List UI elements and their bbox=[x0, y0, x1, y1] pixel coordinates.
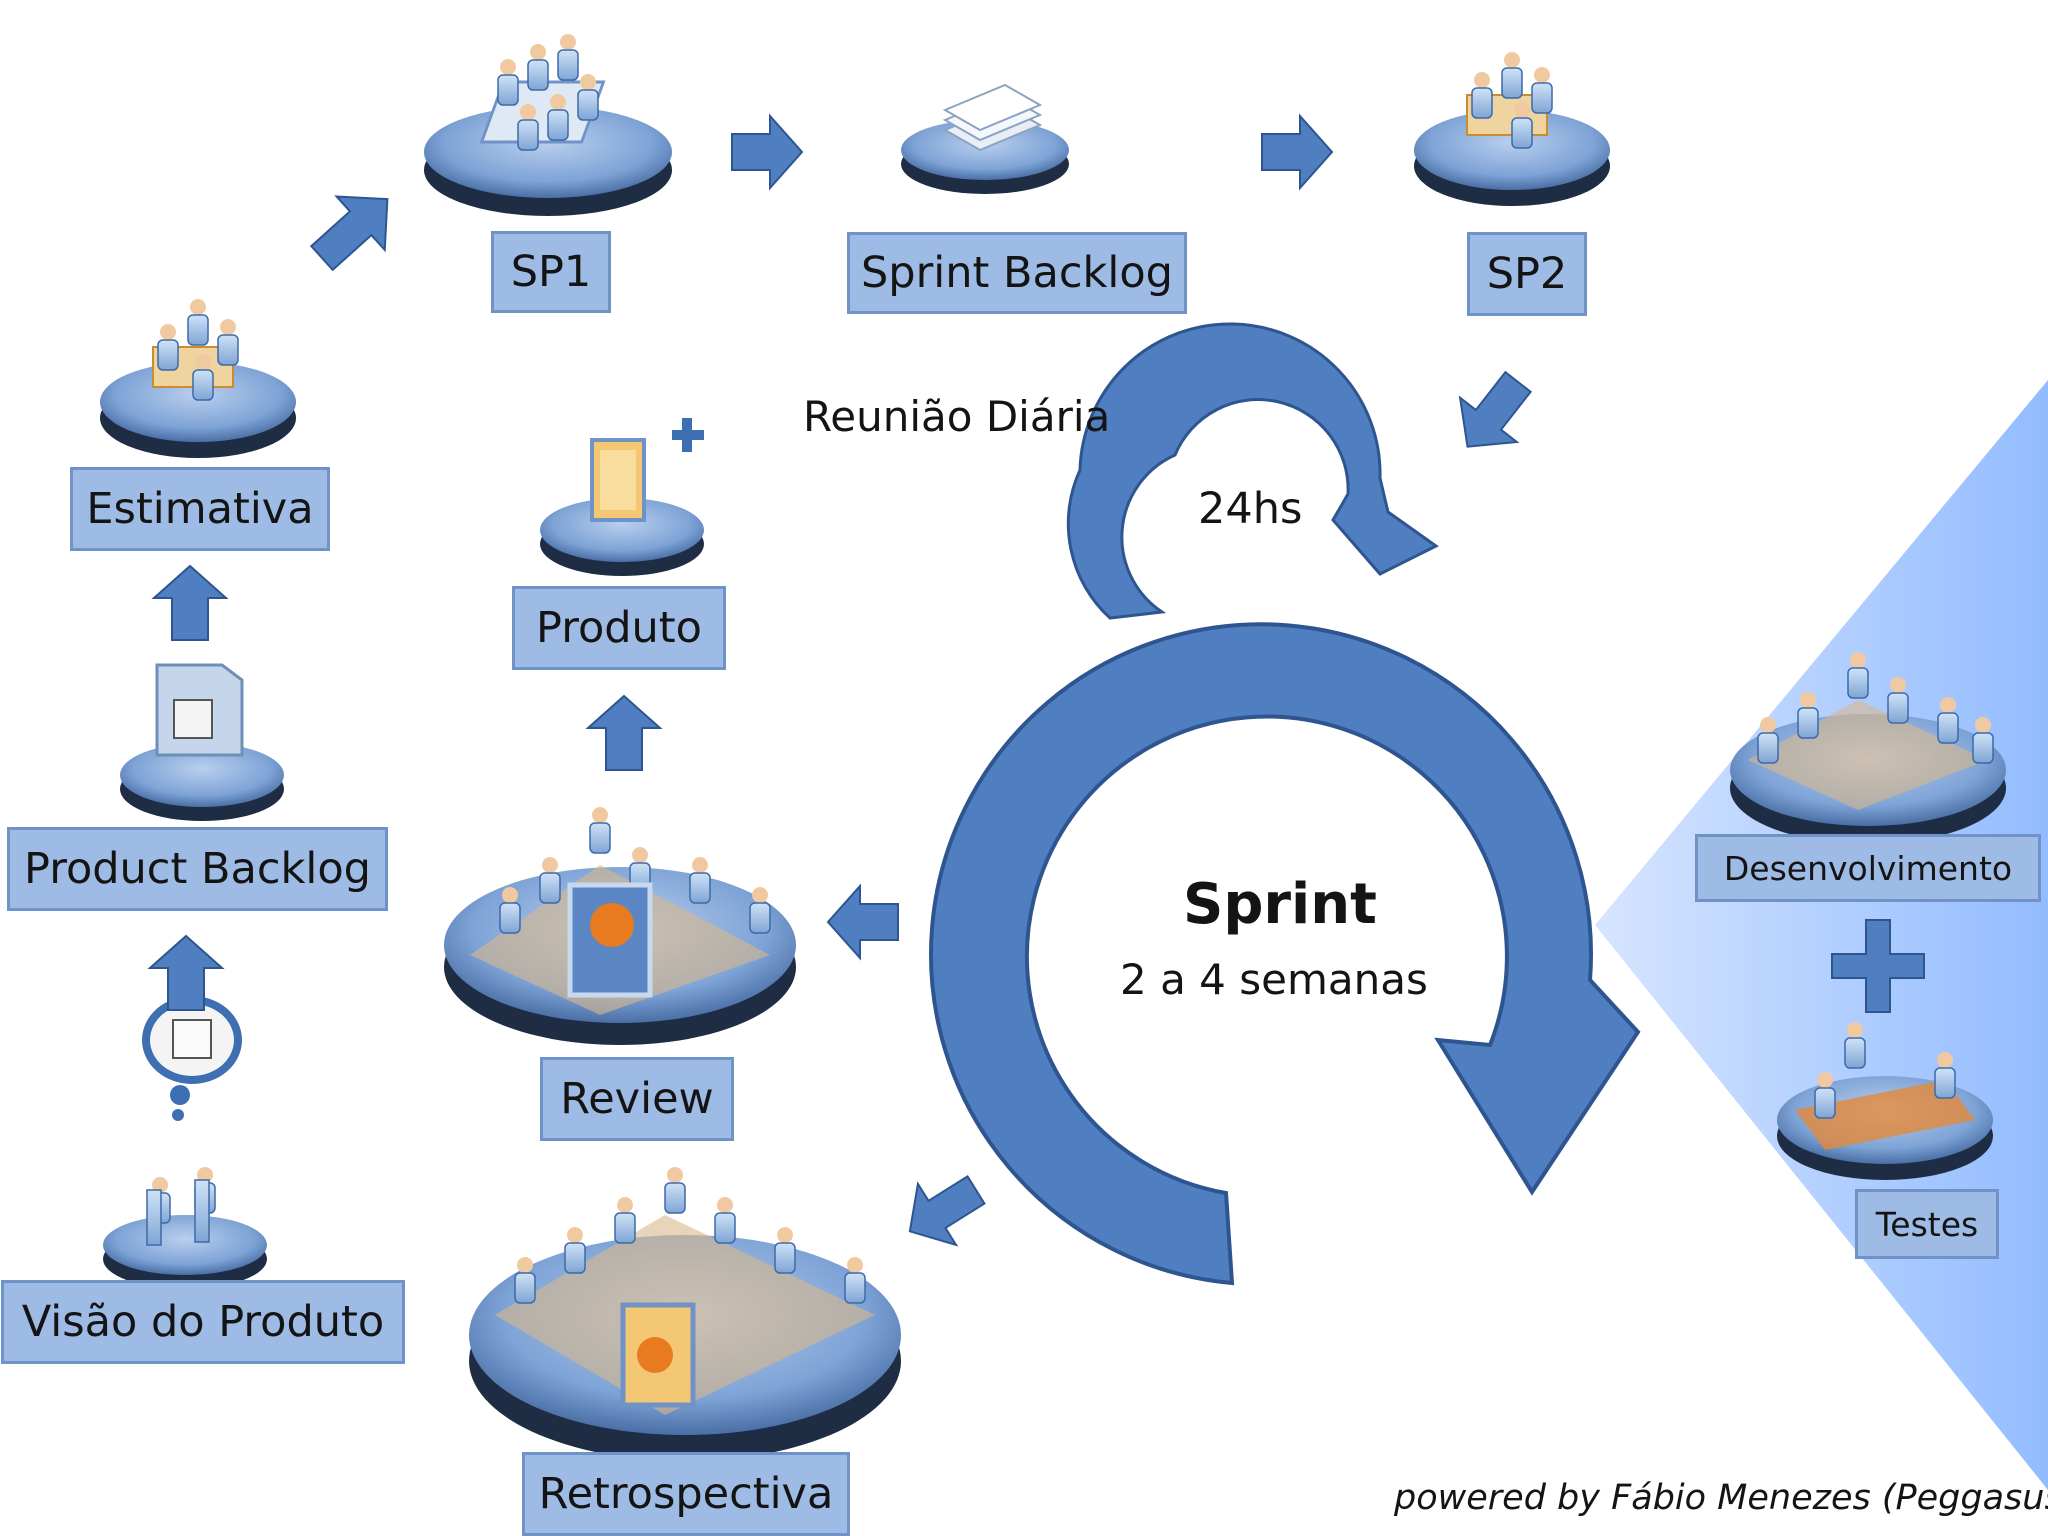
arrow-sprint-backlog-to-sp2 bbox=[1261, 113, 1334, 191]
sprint-cycle-arrow bbox=[929, 622, 1641, 1286]
arrow-sp1-to-sprint-backlog bbox=[731, 113, 804, 191]
plus-icon bbox=[1831, 919, 1925, 1013]
product-backlog-label: Product Backlog bbox=[7, 827, 388, 911]
arrow-sp2-to-sprint bbox=[1458, 370, 1533, 448]
sp2-label: SP2 bbox=[1467, 232, 1587, 316]
arrow-review-to-produto bbox=[585, 694, 663, 771]
arrow-visao-to-product-backlog bbox=[147, 934, 225, 1011]
daily-meeting-label: Reunião Diária bbox=[803, 392, 1111, 441]
desenvolvimento-icon bbox=[1730, 651, 2006, 844]
sprint-duration: 2 a 4 semanas bbox=[1120, 955, 1428, 1004]
arrow-sprint-to-review bbox=[826, 883, 899, 961]
testes-label: Testes bbox=[1855, 1189, 1999, 1259]
dev-test-wedge bbox=[1595, 380, 2048, 1490]
credit-text: powered by Fábio Menezes (Peggasus) bbox=[1394, 1478, 2048, 1518]
sprint-backlog-icon bbox=[901, 83, 1069, 194]
daily-duration-label: 24hs bbox=[1198, 484, 1303, 534]
testes-icon bbox=[1777, 1021, 1993, 1180]
arrow-product-backlog-to-estimativa bbox=[151, 564, 229, 641]
produto-icon bbox=[540, 418, 704, 576]
visao-do-produto-label: Visão do Produto bbox=[1, 1280, 405, 1364]
sp1-icon bbox=[424, 33, 672, 216]
sp1-label: SP1 bbox=[491, 231, 611, 313]
sprint-backlog-label: Sprint Backlog bbox=[847, 232, 1187, 314]
review-icon bbox=[444, 806, 796, 1045]
visao-do-produto-icon bbox=[103, 996, 267, 1289]
plus-icon bbox=[672, 418, 704, 452]
product-backlog-icon bbox=[120, 663, 284, 821]
sprint-title: Sprint bbox=[1183, 872, 1377, 937]
review-label: Review bbox=[540, 1057, 734, 1141]
desenvolvimento-label: Desenvolvimento bbox=[1695, 834, 2041, 902]
daily-cycle-arrow bbox=[1066, 322, 1439, 620]
arrow-sprint-to-retrospectiva bbox=[908, 1175, 986, 1247]
produto-label: Produto bbox=[512, 586, 726, 670]
estimativa-label: Estimativa bbox=[70, 467, 330, 551]
retrospectiva-label: Retrospectiva bbox=[522, 1452, 850, 1536]
arrow-estimativa-to-sp1 bbox=[309, 195, 389, 272]
sp2-icon bbox=[1414, 51, 1610, 206]
retrospectiva-icon bbox=[469, 1166, 901, 1461]
estimativa-icon bbox=[100, 298, 296, 458]
